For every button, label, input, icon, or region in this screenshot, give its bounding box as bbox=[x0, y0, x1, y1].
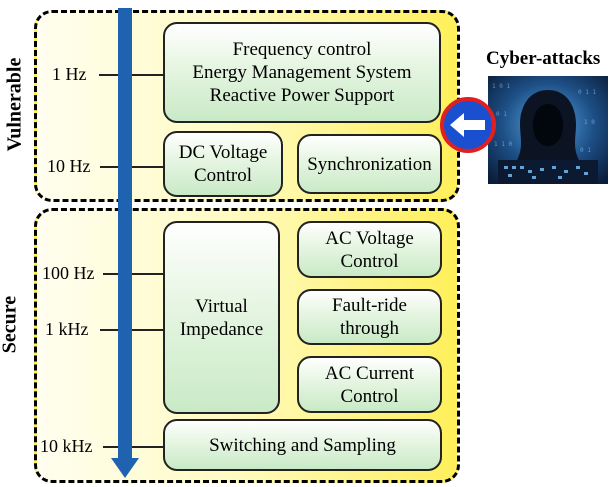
vulnerable-label: Vulnerable bbox=[3, 57, 26, 152]
frequency-control-block: Frequency control Energy Management Syst… bbox=[163, 22, 441, 123]
svg-text:0 1: 0 1 bbox=[496, 111, 507, 118]
ac-current-control-block: AC Current Control bbox=[297, 356, 442, 413]
switching-sampling-block: Switching and Sampling bbox=[163, 419, 442, 471]
svg-text:1 0: 1 0 bbox=[584, 119, 595, 126]
freq-label-10hz: 10 Hz bbox=[47, 156, 91, 176]
svg-text:0 1 1: 0 1 1 bbox=[578, 89, 596, 96]
freq-label-1khz: 1 kHz bbox=[45, 319, 89, 339]
svg-text:1 0 1: 1 0 1 bbox=[492, 83, 510, 90]
freq-label-100hz: 100 Hz bbox=[42, 263, 95, 283]
tick-100hz bbox=[103, 273, 163, 275]
dc-voltage-control-block: DC Voltage Control bbox=[163, 131, 283, 197]
virtual-impedance-block: Virtual Impedance bbox=[163, 221, 280, 414]
freq-label-1hz: 1 Hz bbox=[52, 64, 87, 84]
hooded-hacker-icon: 1 0 1 0 1 1 0 1 1 0 1 1 0 0 1 bbox=[488, 76, 608, 184]
svg-text:1 1 0: 1 1 0 bbox=[494, 141, 512, 148]
tick-10khz bbox=[103, 446, 163, 448]
svg-text:0 1: 0 1 bbox=[580, 147, 591, 154]
fault-ride-through-block: Fault-ride through bbox=[297, 289, 442, 345]
cyber-attacks-title: Cyber-attacks bbox=[486, 48, 601, 69]
left-arrow-sign-icon bbox=[440, 97, 496, 153]
freq-label-10khz: 10 kHz bbox=[40, 436, 93, 456]
synchronization-block: Synchronization bbox=[297, 134, 442, 194]
secure-label: Secure bbox=[0, 295, 21, 354]
ac-voltage-control-block: AC Voltage Control bbox=[297, 221, 442, 278]
frequency-scale-arrow-icon bbox=[111, 8, 139, 478]
